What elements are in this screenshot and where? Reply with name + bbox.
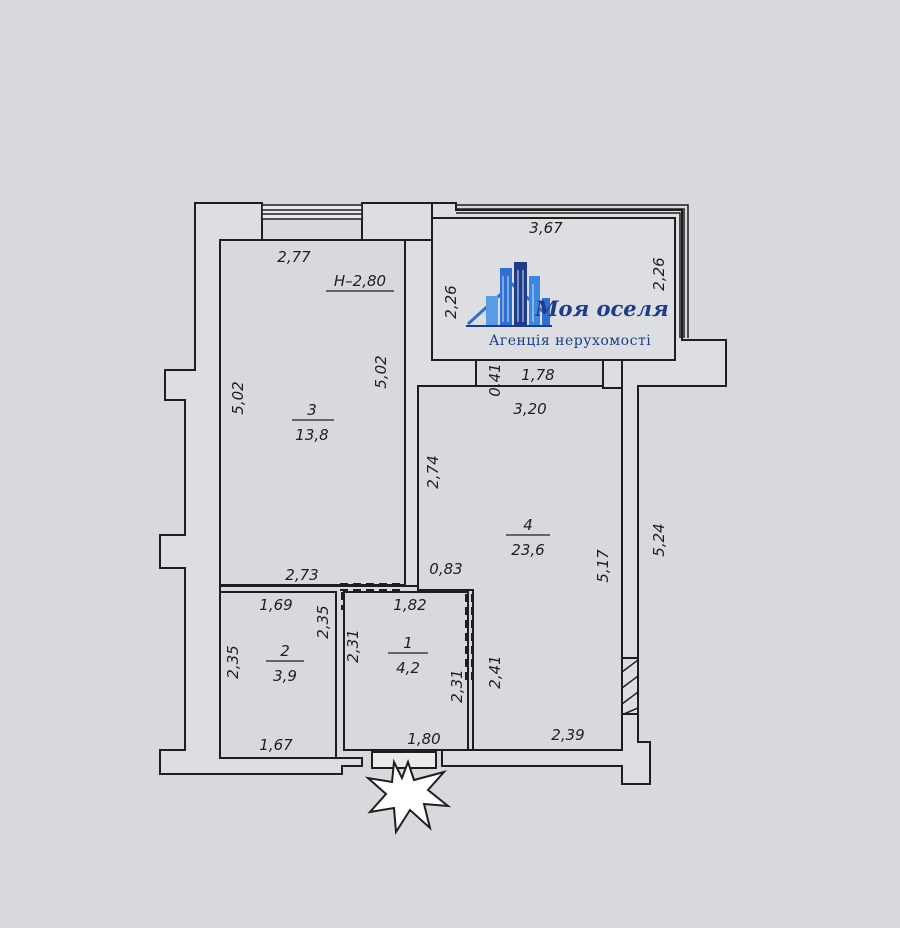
dim-room3-bottom: 2,73 bbox=[285, 566, 318, 584]
dim-room1-top: 1,82 bbox=[393, 596, 426, 614]
building-logo-icon bbox=[466, 262, 552, 327]
dim-balcony-right: 2,26 bbox=[650, 257, 668, 290]
dim-room1-bottom: 1,80 bbox=[407, 730, 440, 748]
dim-room3-left: 5,02 bbox=[229, 381, 247, 414]
room-3-number: 3 bbox=[307, 401, 317, 419]
right-wall bbox=[431, 202, 727, 785]
dim-5-17: 5,17 bbox=[594, 549, 612, 583]
dim-room2-top: 1,69 bbox=[259, 596, 292, 614]
dim-1-78: 1,78 bbox=[521, 366, 554, 384]
dim-2-39: 2,39 bbox=[551, 726, 584, 744]
logo-title: Моя оселя bbox=[534, 296, 669, 321]
room-4-area: 23,6 bbox=[511, 541, 544, 559]
logo-subtitle: Агенція нерухомості bbox=[489, 333, 651, 349]
balcony-glazing bbox=[456, 204, 689, 338]
dim-room1-right: 2,31 bbox=[448, 669, 466, 702]
dim-0-83: 0,83 bbox=[429, 560, 462, 578]
ceiling-height-label: H–2,80 bbox=[334, 272, 386, 290]
room-2-number: 2 bbox=[280, 642, 290, 660]
dim-room1-left: 2,31 bbox=[344, 629, 362, 662]
dim-room2-left: 2,35 bbox=[224, 645, 242, 678]
window-top bbox=[261, 204, 363, 220]
room-2-outline bbox=[219, 591, 337, 759]
dim-balcony-top: 3,67 bbox=[529, 219, 563, 237]
room-labels: 3 13,8 4 23,6 2 3,9 1 4,2 bbox=[266, 401, 550, 685]
dim-2-41: 2,41 bbox=[486, 655, 504, 688]
dim-room3-top: 2,77 bbox=[277, 248, 311, 266]
room-1-area: 4,2 bbox=[396, 659, 420, 677]
dim-room2-inner: 2,35 bbox=[314, 605, 332, 638]
room-3-area: 13,8 bbox=[295, 426, 328, 444]
left-wall bbox=[159, 202, 363, 775]
room-3-outline bbox=[219, 239, 406, 587]
entrance-star-icon bbox=[364, 758, 452, 836]
agency-logo: Моя оселя Агенція нерухомості bbox=[466, 262, 669, 349]
entrance-door bbox=[371, 751, 437, 769]
top-wall-mid bbox=[361, 202, 433, 241]
dim-balcony-left: 2,26 bbox=[442, 285, 460, 318]
room-4-number: 4 bbox=[523, 516, 533, 534]
room-1-number: 1 bbox=[403, 634, 413, 652]
dimension-labels: 2,77 5,02 5,02 2,73 3,67 2,26 2,26 0,41 … bbox=[224, 219, 668, 754]
vent-shaft bbox=[621, 657, 639, 715]
dim-room3-right: 5,02 bbox=[372, 355, 390, 388]
door-openings bbox=[335, 583, 473, 680]
dim-5-24: 5,24 bbox=[650, 523, 668, 556]
dim-3-20: 3,20 bbox=[513, 400, 546, 418]
dim-2-74: 2,74 bbox=[424, 455, 442, 488]
room-1-outline bbox=[343, 591, 469, 751]
wall-masses bbox=[159, 202, 727, 785]
balcony-outline bbox=[431, 217, 676, 361]
dim-0-41: 0,41 bbox=[486, 363, 504, 396]
room-outlines bbox=[219, 217, 676, 759]
room-2-area: 3,9 bbox=[273, 667, 297, 685]
room-4-outline bbox=[417, 359, 623, 751]
dim-room2-bottom: 1,67 bbox=[259, 736, 293, 754]
